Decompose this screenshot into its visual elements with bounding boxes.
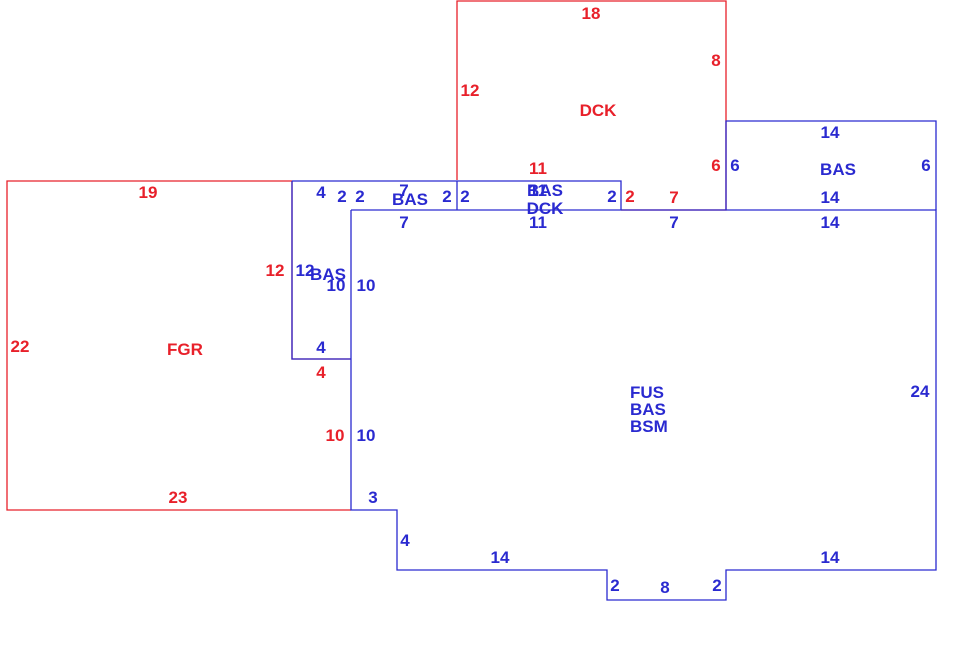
area-label-bas-left: BAS [310, 265, 346, 284]
garage-outline [6, 180, 351, 511]
dim-strip-under-7a: 7 [399, 213, 408, 232]
dim-deck-bottom: 11 [529, 159, 547, 178]
bas-left-outline [291, 181, 351, 360]
area-label-bas-right: BAS [820, 160, 856, 179]
area-label-fus: FUS [630, 383, 664, 402]
dim-main-2a: 2 [610, 576, 619, 595]
dim-strip-under-14: 14 [821, 213, 840, 232]
dim-main-2b: 2 [712, 576, 721, 595]
main-floor-outline [350, 209, 937, 601]
dim-fgr-top: 19 [139, 183, 158, 202]
dim-strip-under-11: 11 [529, 213, 547, 232]
dim-deck-right: 8 [711, 51, 720, 70]
dim-fgr-12: 12 [266, 261, 285, 280]
dim-strip-2e: 2 [607, 187, 616, 206]
area-label-bas-main: BAS [630, 400, 666, 419]
dim-main-24: 24 [911, 382, 930, 401]
dim-strip-2a: 2 [337, 187, 346, 206]
dim-fgr-4: 4 [316, 363, 326, 382]
dim-main-3: 3 [368, 488, 377, 507]
bas-right-outline [725, 120, 937, 210]
dim-basr-left: 6 [730, 156, 739, 175]
area-label-bas-strip: BAS [392, 190, 428, 209]
dim-basl-10a: 10 [327, 276, 346, 295]
dim-main-10: 10 [357, 426, 376, 445]
dim-main-8: 8 [660, 578, 669, 597]
dim-strip-2b: 2 [355, 187, 364, 206]
bas-strip-outline [292, 180, 622, 210]
dim-deck-left: 12 [461, 81, 480, 100]
dim-strip-7: 7 [399, 181, 408, 200]
dim-fgr-10: 10 [326, 426, 345, 445]
area-label-bas-dck-1: BAS [527, 181, 563, 200]
dim-basr-top: 14 [821, 123, 840, 142]
dim-main-14b: 14 [821, 548, 840, 567]
dim-fgr-bottom: 23 [169, 488, 188, 507]
dim-basr-bottom: 14 [821, 188, 840, 207]
dim-deck-top: 18 [582, 4, 601, 23]
dim-deck-right-low: 6 [711, 156, 720, 175]
dim-strip-2d: 2 [460, 187, 469, 206]
dim-deck-strip-a: 2 [625, 187, 634, 206]
area-label-garage: FGR [167, 340, 203, 359]
dim-strip-2c: 2 [442, 187, 451, 206]
dim-strip-11: 11 [529, 181, 547, 200]
dim-strip-under-7b: 7 [669, 213, 678, 232]
dim-fgr-left: 22 [11, 337, 30, 356]
dim-strip-4: 4 [316, 183, 326, 202]
dim-main-4: 4 [400, 531, 410, 550]
area-label-deck: DCK [580, 101, 618, 120]
dim-basl-4: 4 [316, 338, 326, 357]
area-label-bas-dck-2: DCK [527, 199, 565, 218]
dim-main-14a: 14 [491, 548, 510, 567]
dim-basl-12: 12 [296, 261, 315, 280]
dim-deck-strip-b: 7 [669, 188, 678, 207]
area-label-bsm: BSM [630, 417, 668, 436]
dim-basr-right: 6 [921, 156, 930, 175]
dim-basl-10b: 10 [357, 276, 376, 295]
